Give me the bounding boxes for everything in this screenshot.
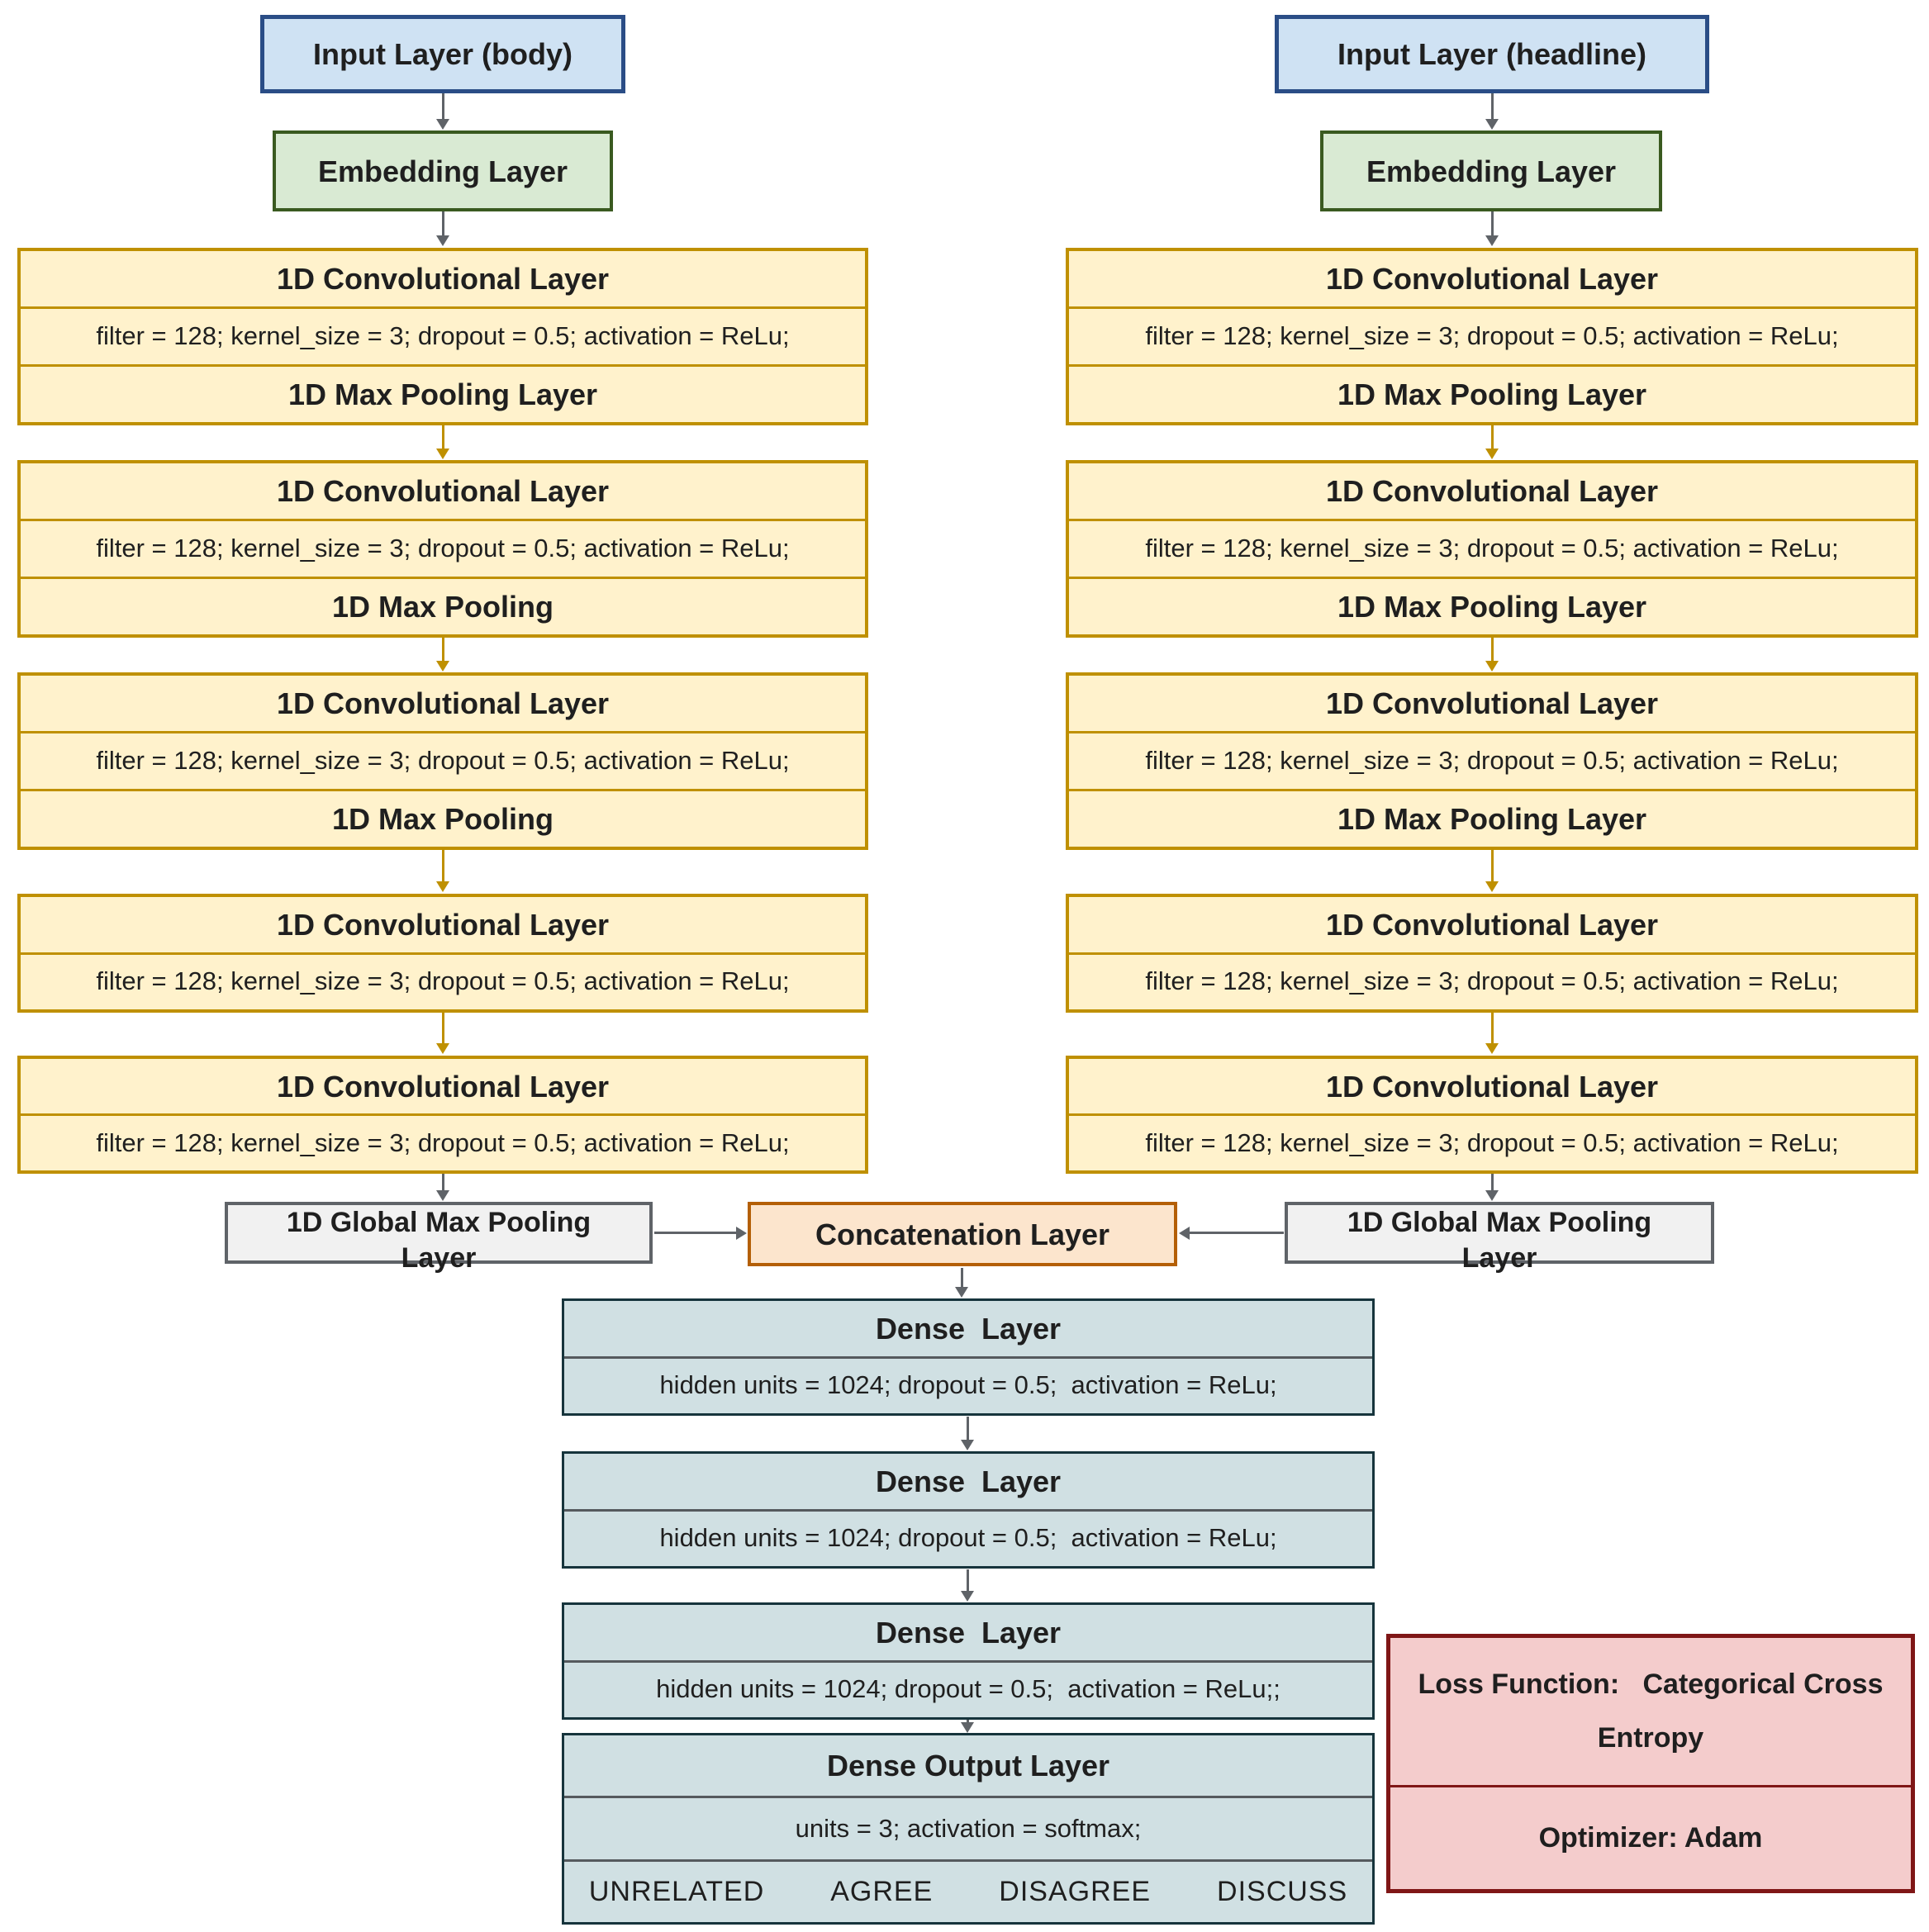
arrow-right-input-to-embedding <box>1485 93 1499 130</box>
max-pooling-label: 1D Max Pooling Layer <box>1069 364 1915 422</box>
arrow-left-conv2-to-conv3 <box>436 638 449 672</box>
concatenation-layer-label: Concatenation Layer <box>815 1217 1110 1251</box>
arrow-right-conv3-to-conv4 <box>1485 850 1499 892</box>
arrow-right-conv5-to-globalpool <box>1485 1174 1499 1201</box>
conv-title: 1D Convolutional Layer <box>276 907 610 942</box>
arrow-right-conv1-to-conv2 <box>1485 425 1499 459</box>
right-global-max-pooling-label: 1D Global Max Pooling Layer <box>1347 1207 1660 1274</box>
right-conv-block-4: 1D Convolutional Layer filter = 128; ker… <box>1066 894 1918 1013</box>
arrow-dense3-to-output <box>961 1720 974 1733</box>
dense-params: hidden units = 1024; dropout = 0.5; acti… <box>564 1659 1372 1718</box>
dense-output-title: Dense Output Layer <box>826 1749 1110 1783</box>
conv-title: 1D Convolutional Layer <box>276 474 610 508</box>
right-embedding-layer-box: Embedding Layer <box>1320 131 1662 211</box>
output-class-agree: AGREE <box>830 1876 934 1908</box>
concatenation-layer-box: Concatenation Layer <box>748 1202 1177 1266</box>
arrow-left-conv3-to-conv4 <box>436 850 449 892</box>
output-class-unrelated: UNRELATED <box>588 1876 765 1908</box>
arrow-left-input-to-embedding <box>436 93 449 130</box>
dense-output-params: units = 3; activation = softmax; <box>564 1796 1372 1858</box>
right-conv-block-3: 1D Convolutional Layer filter = 128; ker… <box>1066 672 1918 850</box>
dense-title: Dense Layer <box>875 1464 1062 1498</box>
dense-layer-1: Dense Layer hidden units = 1024; dropout… <box>562 1298 1375 1416</box>
conv-params: filter = 128; kernel_size = 3; dropout =… <box>1069 519 1915 577</box>
left-global-max-pooling-box: 1D Global Max Pooling Layer <box>225 1202 653 1274</box>
right-embedding-layer-label: Embedding Layer <box>1366 154 1617 188</box>
conv-title: 1D Convolutional Layer <box>276 262 610 296</box>
max-pooling-label: 1D Max Pooling <box>21 789 865 847</box>
conv-title: 1D Convolutional Layer <box>1325 686 1659 720</box>
conv-title: 1D Convolutional Layer <box>1325 907 1659 942</box>
arrow-left-conv5-to-globalpool <box>436 1174 449 1201</box>
dense-title: Dense Layer <box>875 1311 1062 1346</box>
max-pooling-label: 1D Max Pooling <box>21 577 865 634</box>
conv-title: 1D Convolutional Layer <box>1325 474 1659 508</box>
right-input-layer-label: Input Layer (headline) <box>1337 37 1647 71</box>
conv-params: filter = 128; kernel_size = 3; dropout =… <box>1069 306 1915 364</box>
right-conv-block-1: 1D Convolutional Layer filter = 128; ker… <box>1066 248 1918 425</box>
loss-optimizer-box: Loss Function: Categorical Cross Entropy… <box>1386 1634 1915 1893</box>
arrow-leftpool-to-concat <box>654 1226 747 1240</box>
left-embedding-layer-label: Embedding Layer <box>317 154 568 188</box>
left-conv-block-3: 1D Convolutional Layer filter = 128; ker… <box>17 672 868 850</box>
right-global-max-pooling-box: 1D Global Max Pooling Layer <box>1285 1202 1714 1274</box>
right-conv-block-2: 1D Convolutional Layer filter = 128; ker… <box>1066 460 1918 638</box>
dense-layer-2: Dense Layer hidden units = 1024; dropout… <box>562 1451 1375 1569</box>
max-pooling-label: 1D Max Pooling Layer <box>1069 789 1915 847</box>
conv-title: 1D Convolutional Layer <box>1325 262 1659 296</box>
optimizer-label: Optimizer: Adam <box>1390 1785 1911 1889</box>
conv-params: filter = 128; kernel_size = 3; dropout =… <box>21 731 865 789</box>
conv-params: filter = 128; kernel_size = 3; dropout =… <box>1069 952 1915 1010</box>
dense-params: hidden units = 1024; dropout = 0.5; acti… <box>564 1355 1372 1414</box>
arrow-left-conv1-to-conv2 <box>436 425 449 459</box>
left-conv-block-1: 1D Convolutional Layer filter = 128; ker… <box>17 248 868 425</box>
left-global-max-pooling-label: 1D Global Max Pooling Layer <box>286 1207 599 1274</box>
conv-params: filter = 128; kernel_size = 3; dropout =… <box>21 1113 865 1170</box>
arrow-rightpool-to-concat <box>1179 1226 1284 1240</box>
loss-function-label: Loss Function: Categorical Cross Entropy <box>1418 1669 1891 1754</box>
conv-title: 1D Convolutional Layer <box>276 686 610 720</box>
conv-title: 1D Convolutional Layer <box>1325 1069 1659 1104</box>
left-conv-block-4: 1D Convolutional Layer filter = 128; ker… <box>17 894 868 1013</box>
left-embedding-layer-box: Embedding Layer <box>273 131 613 211</box>
arrow-dense2-to-dense3 <box>961 1569 974 1602</box>
arrow-concat-to-dense1 <box>955 1268 968 1298</box>
left-input-layer-label: Input Layer (body) <box>313 37 573 71</box>
arrow-left-embedding-to-conv1 <box>436 211 449 246</box>
left-conv-block-2: 1D Convolutional Layer filter = 128; ker… <box>17 460 868 638</box>
left-input-layer-box: Input Layer (body) <box>260 15 625 93</box>
dense-params: hidden units = 1024; dropout = 0.5; acti… <box>564 1508 1372 1567</box>
conv-params: filter = 128; kernel_size = 3; dropout =… <box>21 519 865 577</box>
arrow-right-embedding-to-conv1 <box>1485 211 1499 246</box>
arrow-right-conv4-to-conv5 <box>1485 1013 1499 1054</box>
max-pooling-label: 1D Max Pooling Layer <box>1069 577 1915 634</box>
conv-params: filter = 128; kernel_size = 3; dropout =… <box>1069 1113 1915 1170</box>
conv-params: filter = 128; kernel_size = 3; dropout =… <box>21 306 865 364</box>
right-input-layer-box: Input Layer (headline) <box>1275 15 1709 93</box>
conv-params: filter = 128; kernel_size = 3; dropout =… <box>1069 731 1915 789</box>
right-conv-block-5: 1D Convolutional Layer filter = 128; ker… <box>1066 1056 1918 1174</box>
dense-title: Dense Layer <box>875 1615 1062 1650</box>
left-conv-block-5: 1D Convolutional Layer filter = 128; ker… <box>17 1056 868 1174</box>
output-class-disagree: DISAGREE <box>999 1876 1152 1908</box>
dense-layer-3: Dense Layer hidden units = 1024; dropout… <box>562 1602 1375 1720</box>
output-classes-row: UNRELATED AGREE DISAGREE DISCUSS <box>564 1858 1372 1922</box>
arrow-left-conv4-to-conv5 <box>436 1013 449 1054</box>
arrow-right-conv2-to-conv3 <box>1485 638 1499 672</box>
conv-title: 1D Convolutional Layer <box>276 1069 610 1104</box>
arrow-dense1-to-dense2 <box>961 1417 974 1450</box>
conv-params: filter = 128; kernel_size = 3; dropout =… <box>21 952 865 1010</box>
max-pooling-label: 1D Max Pooling Layer <box>21 364 865 422</box>
dense-output-layer-box: Dense Output Layer units = 3; activation… <box>562 1733 1375 1925</box>
output-class-discuss: DISCUSS <box>1217 1876 1348 1908</box>
